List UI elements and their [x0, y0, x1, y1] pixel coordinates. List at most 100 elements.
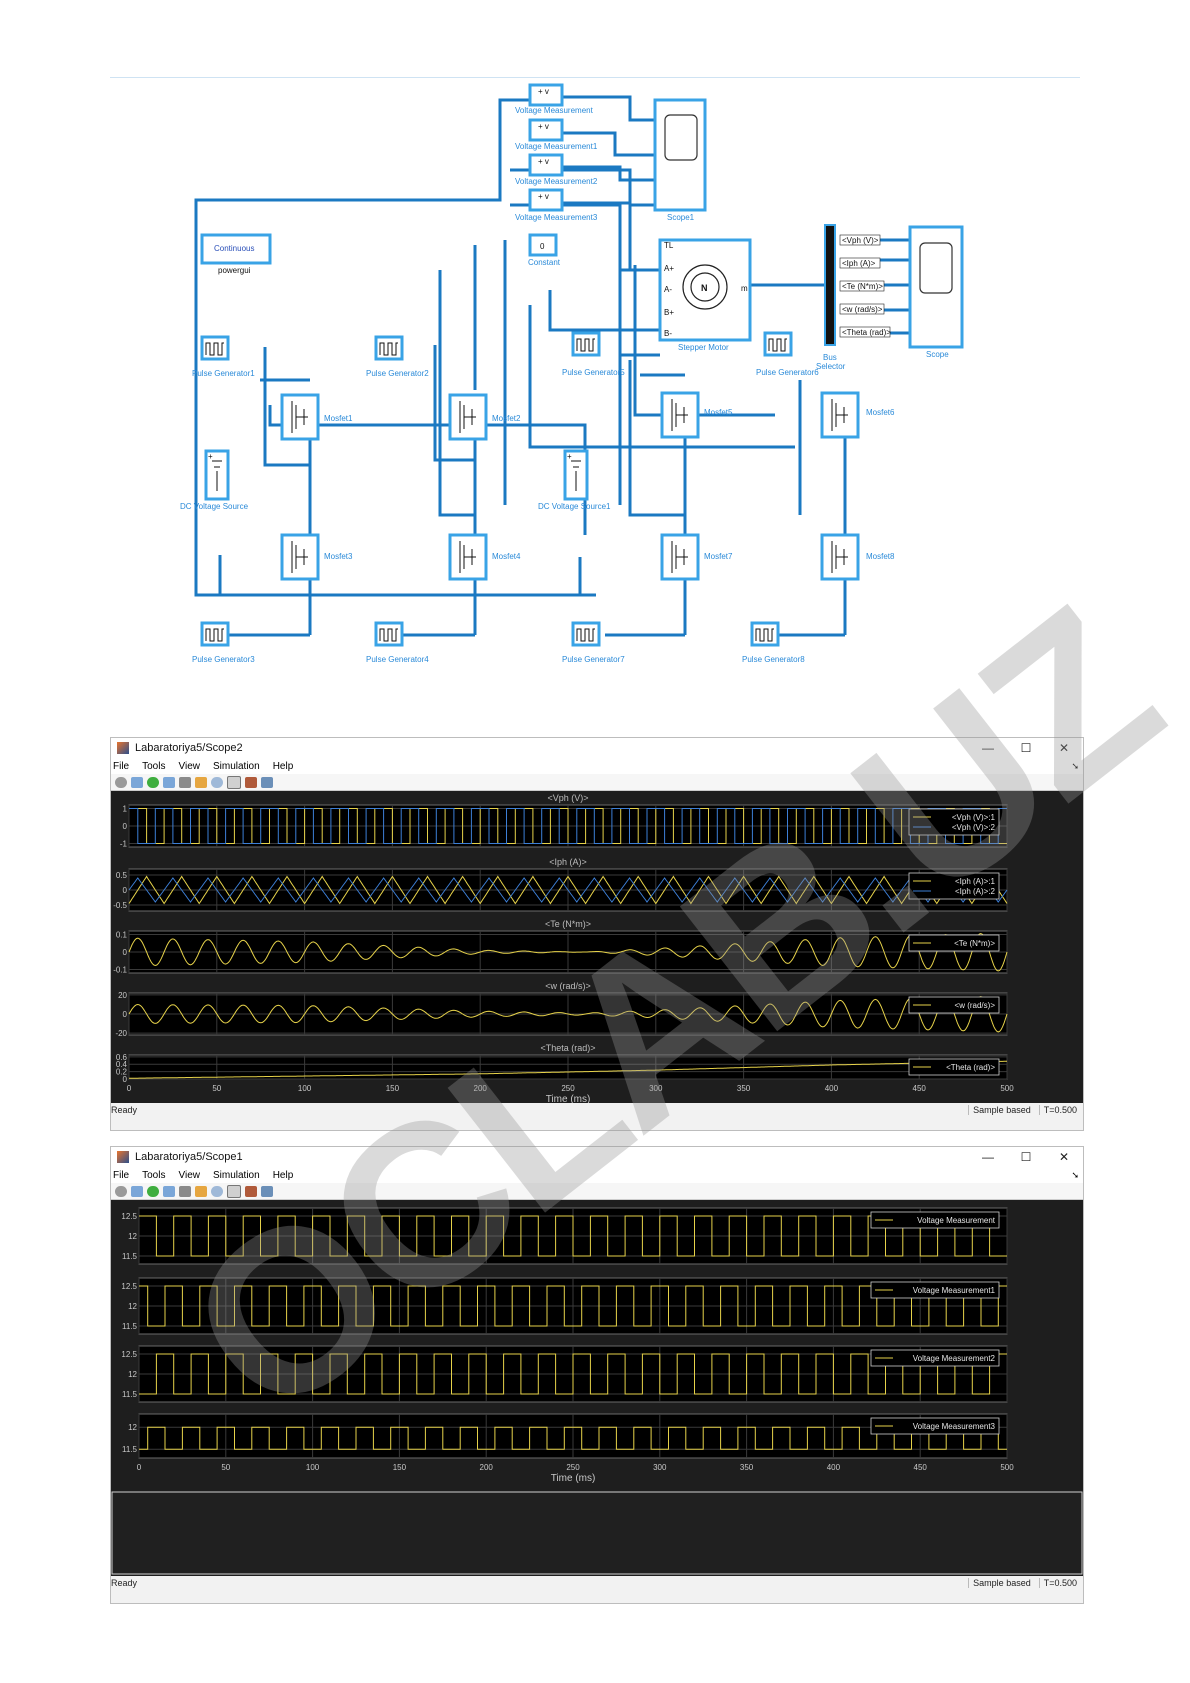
- minimize-button[interactable]: —: [982, 1150, 994, 1164]
- mosfet5-label: Mosfet5: [704, 408, 733, 417]
- voltage-measurement1-label: Voltage Measurement1: [515, 142, 598, 151]
- measurements-icon[interactable]: [261, 776, 273, 788]
- menu-view[interactable]: View: [178, 760, 200, 772]
- autoscale-icon[interactable]: [227, 775, 241, 789]
- dc-voltage-source1-block[interactable]: + DC Voltage Source1: [538, 449, 611, 511]
- mosfet6-block[interactable]: Mosfet6: [820, 391, 895, 439]
- x-tick-label: 400: [827, 1463, 841, 1472]
- pulse-generator3-block[interactable]: Pulse Generator3: [192, 621, 255, 664]
- x-axis-label: Time (ms): [546, 1094, 591, 1103]
- mosfet4-block[interactable]: Mosfet4: [448, 533, 521, 581]
- powergui-mode: Continuous: [214, 244, 254, 253]
- mosfet7-block[interactable]: Mosfet7: [660, 533, 733, 581]
- x-tick-label: 0: [137, 1463, 142, 1472]
- x-tick-label: 250: [561, 1084, 575, 1093]
- menu-view[interactable]: View: [178, 1169, 200, 1181]
- voltage-measurement3-block[interactable]: + v Voltage Measurement3: [515, 188, 598, 222]
- legend-entry: <Te (N*m)>: [954, 939, 995, 948]
- stop-icon[interactable]: [179, 776, 191, 788]
- svg-text:+ v: + v: [538, 87, 549, 96]
- pulse-generator7-block[interactable]: Pulse Generator7: [562, 621, 625, 664]
- matlab-icon: [117, 1151, 129, 1163]
- menu-file[interactable]: File: [113, 1169, 130, 1181]
- pulse-generator5-block[interactable]: Pulse Generator5: [562, 331, 625, 377]
- close-button[interactable]: ✕: [1058, 741, 1070, 755]
- menu-help[interactable]: Help: [272, 760, 294, 772]
- scope2-window[interactable]: Labaratoriya5/Scope2 — ☐ ✕ File Tools Vi…: [110, 737, 1084, 1131]
- highlight-icon[interactable]: [195, 776, 207, 788]
- dc-voltage-source-block[interactable]: + DC Voltage Source: [180, 449, 249, 511]
- pulse-generator4-label: Pulse Generator4: [366, 655, 429, 664]
- settings-icon[interactable]: [115, 776, 127, 788]
- autoscale-icon[interactable]: [227, 1184, 241, 1198]
- pulse-generator2-label: Pulse Generator2: [366, 369, 429, 378]
- menu-tools[interactable]: Tools: [142, 1169, 166, 1181]
- menu-file[interactable]: File: [113, 760, 130, 772]
- pulse-generator2-block[interactable]: Pulse Generator2: [366, 335, 429, 378]
- y-tick-label: 12: [128, 1232, 137, 1241]
- step-forward-icon[interactable]: [163, 1185, 175, 1197]
- triggers-icon[interactable]: [245, 776, 257, 788]
- constant-block[interactable]: 0 Constant: [528, 233, 561, 267]
- mosfet3-block[interactable]: Mosfet3: [280, 533, 353, 581]
- mosfet8-block[interactable]: Mosfet8: [820, 533, 895, 581]
- pin-icon[interactable]: ➘: [1071, 760, 1079, 771]
- settings-icon[interactable]: [115, 1185, 127, 1197]
- stop-icon[interactable]: [179, 1185, 191, 1197]
- pulse-generator8-label: Pulse Generator8: [742, 655, 805, 664]
- scope1-titlebar[interactable]: Labaratoriya5/Scope1 — ☐ ✕: [111, 1147, 1083, 1167]
- voltage-measurement2-block[interactable]: + v Voltage Measurement2: [515, 153, 598, 186]
- scope2-menubar: File Tools View Simulation Help ➘: [111, 758, 1083, 774]
- menu-simulation[interactable]: Simulation: [212, 1169, 260, 1181]
- series-line: [128, 996, 1008, 1033]
- voltage-measurement-block[interactable]: + v Voltage Measurement: [515, 83, 594, 115]
- measurements-icon[interactable]: [261, 1185, 273, 1197]
- menu-tools[interactable]: Tools: [142, 760, 166, 772]
- powergui-label: powergui: [218, 266, 251, 275]
- highlight-icon[interactable]: [195, 1185, 207, 1197]
- powergui-block[interactable]: Continuous powergui: [200, 233, 272, 275]
- stepper-motor-block[interactable]: N TL A+ A- B+ B- m Stepper Motor: [658, 238, 752, 352]
- run-icon[interactable]: [147, 1185, 159, 1197]
- pulse-generator8-block[interactable]: Pulse Generator8: [742, 621, 805, 664]
- step-back-icon[interactable]: [131, 776, 143, 788]
- zoom-icon[interactable]: [211, 776, 223, 788]
- mosfet1-block[interactable]: Mosfet1: [280, 393, 353, 441]
- minimize-button[interactable]: —: [982, 741, 994, 755]
- menu-help[interactable]: Help: [272, 1169, 294, 1181]
- pin-icon[interactable]: ➘: [1071, 1169, 1079, 1180]
- scope1-window[interactable]: Labaratoriya5/Scope1 — ☐ ✕ File Tools Vi…: [110, 1146, 1084, 1604]
- y-tick-label: 0.5: [116, 871, 128, 880]
- run-icon[interactable]: [147, 776, 159, 788]
- step-forward-icon[interactable]: [163, 776, 175, 788]
- menu-simulation[interactable]: Simulation: [212, 760, 260, 772]
- panel-title: <w (rad/s)>: [545, 981, 591, 991]
- pulse-generator4-block[interactable]: Pulse Generator4: [366, 621, 429, 664]
- y-tick-label: 12.5: [121, 1282, 137, 1291]
- maximize-button[interactable]: ☐: [1020, 741, 1032, 755]
- triggers-icon[interactable]: [245, 1185, 257, 1197]
- plot-panel: <Theta (rad)>0.60.40.20<Theta (rad)>: [116, 1043, 1008, 1084]
- scope2-titlebar[interactable]: Labaratoriya5/Scope2 — ☐ ✕: [111, 738, 1083, 758]
- y-tick-label: -20: [115, 1029, 127, 1038]
- legend-entry: Voltage Measurement2: [913, 1354, 996, 1363]
- voltage-measurement1-block[interactable]: + v Voltage Measurement1: [515, 118, 598, 151]
- legend-box: [908, 1058, 1000, 1076]
- pulse-generator6-block[interactable]: Pulse Generator6: [756, 331, 819, 377]
- pulse-generator1-label: Pulse Generator1: [192, 369, 255, 378]
- close-button[interactable]: ✕: [1058, 1150, 1070, 1164]
- bus-selector-block[interactable]: Bus Selector <Vph (V)> <Iph (A)> <Te (N*…: [816, 224, 891, 371]
- mosfet2-block[interactable]: Mosfet2: [448, 393, 521, 441]
- zoom-icon[interactable]: [211, 1185, 223, 1197]
- scope1-menubar: File Tools View Simulation Help ➘: [111, 1167, 1083, 1183]
- scope-block[interactable]: Scope: [908, 225, 964, 359]
- step-back-icon[interactable]: [131, 1185, 143, 1197]
- x-tick-label: 450: [913, 1084, 927, 1093]
- scope1-block[interactable]: Scope1: [653, 98, 707, 222]
- pulse-generator1-block[interactable]: Pulse Generator1: [192, 335, 255, 378]
- mosfet5-block[interactable]: Mosfet5: [660, 391, 733, 439]
- maximize-button[interactable]: ☐: [1020, 1150, 1032, 1164]
